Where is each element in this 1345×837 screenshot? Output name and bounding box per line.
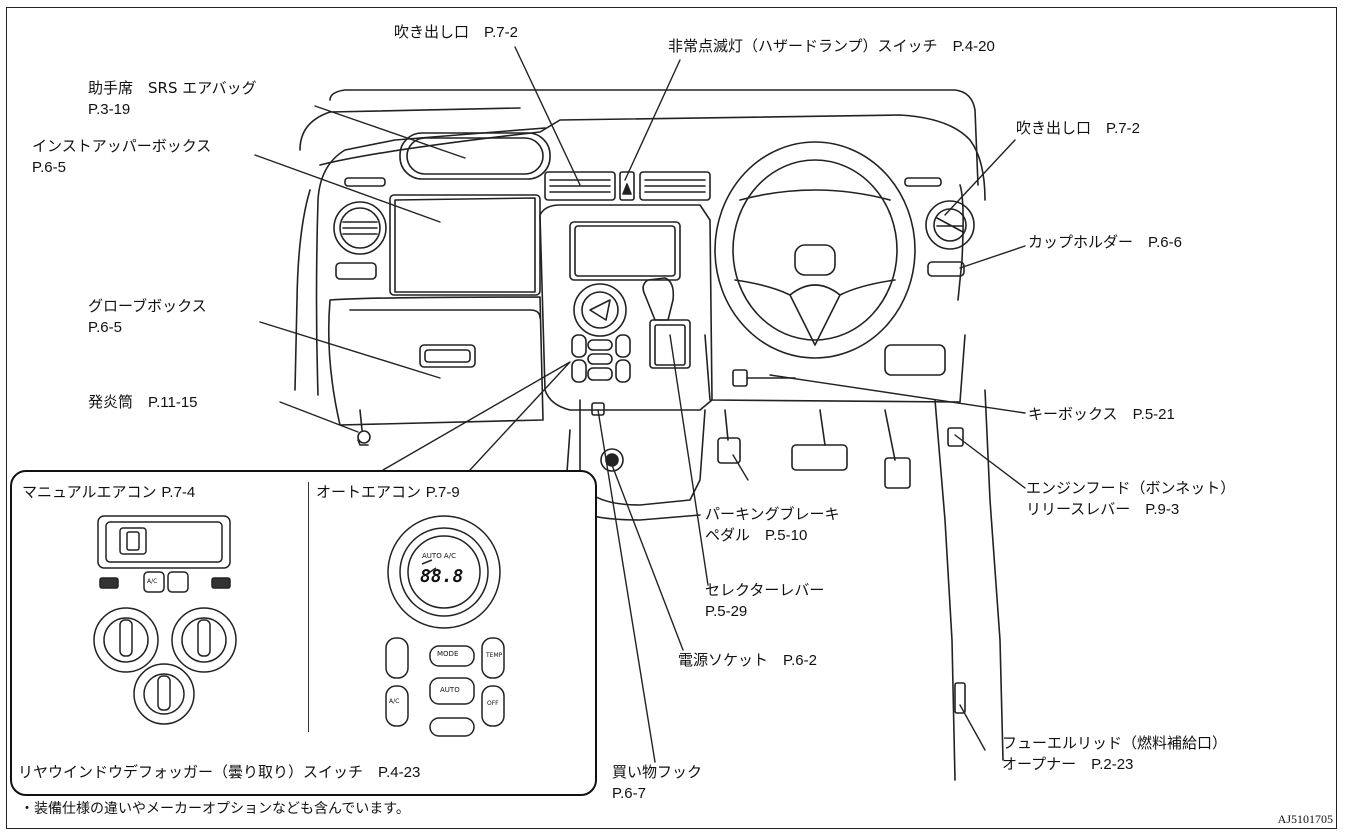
auto-ac-temp-display: 88.8 [420,566,464,587]
ac-inset-panel: マニュアルエアコン P.7-4 オートエアコン P.7-9 [10,470,597,796]
figure-code: AJ5101705 [1277,812,1333,826]
glove-box [327,296,544,426]
figure-frame [6,7,1337,829]
mode-button[interactable]: MODE [437,650,459,658]
label-auto-ac: オートエアコン P.7-9 [316,483,460,501]
leader-lines [209,46,1026,791]
auto-ac-button[interactable]: A/C [389,698,400,705]
lower-right-panel [704,334,966,403]
label-center-vent: 吹き出し口 P.7-2 [394,23,518,41]
airbag-panel [399,132,551,180]
dashboard-outline [294,89,1004,781]
manual-ac-button[interactable]: A/C [147,578,158,585]
manual-ac-controls [93,515,237,725]
auto-button[interactable]: AUTO [440,686,460,694]
label-flare: 発炎筒 P.11-15 [88,393,198,411]
inset-divider [308,482,309,732]
label-defogger-switch: リヤウインドウデフォッガー（曇り取り）スイッチ P.4-23 [18,763,421,781]
label-right-vent: 吹き出し口 P.7-2 [1016,119,1140,137]
center-vents [544,171,711,201]
label-fuel-lid: フューエルリッド（燃料補給口） オープナー P.2-23 [1002,734,1228,773]
flare [357,409,371,446]
label-cup-holder: カップホルダー P.6-6 [1028,233,1182,251]
label-hazard-switch: 非常点滅灯（ハザードランプ）スイッチ P.4-20 [668,37,995,55]
temp-button[interactable]: TEMP [486,652,503,659]
auto-ac-controls [385,515,505,737]
pedals [717,409,966,714]
auto-ac-indicators: AUTO A/C [422,552,456,560]
right-vent [904,177,975,277]
upper-box [389,194,541,296]
label-hood-release: エンジンフード（ボンネット） リリースレバー P.9-3 [1026,479,1236,518]
center-stack [539,204,713,411]
label-manual-ac: マニュアルエアコン P.7-4 [22,483,196,501]
steering-wheel [714,141,916,359]
label-parking-brake: パーキングブレーキ ペダル P.5-10 [705,505,840,544]
selector-lever [642,277,691,369]
off-button[interactable]: OFF [487,700,499,707]
footnote: ・装備仕様の違いやメーカーオプションなども含んでいます。 [20,801,410,817]
left-vent [333,177,387,280]
ac-controls-drawing [93,515,505,737]
label-key-box: キーボックス P.5-21 [1028,405,1175,423]
label-power-socket: 電源ソケット P.6-2 [678,651,817,669]
